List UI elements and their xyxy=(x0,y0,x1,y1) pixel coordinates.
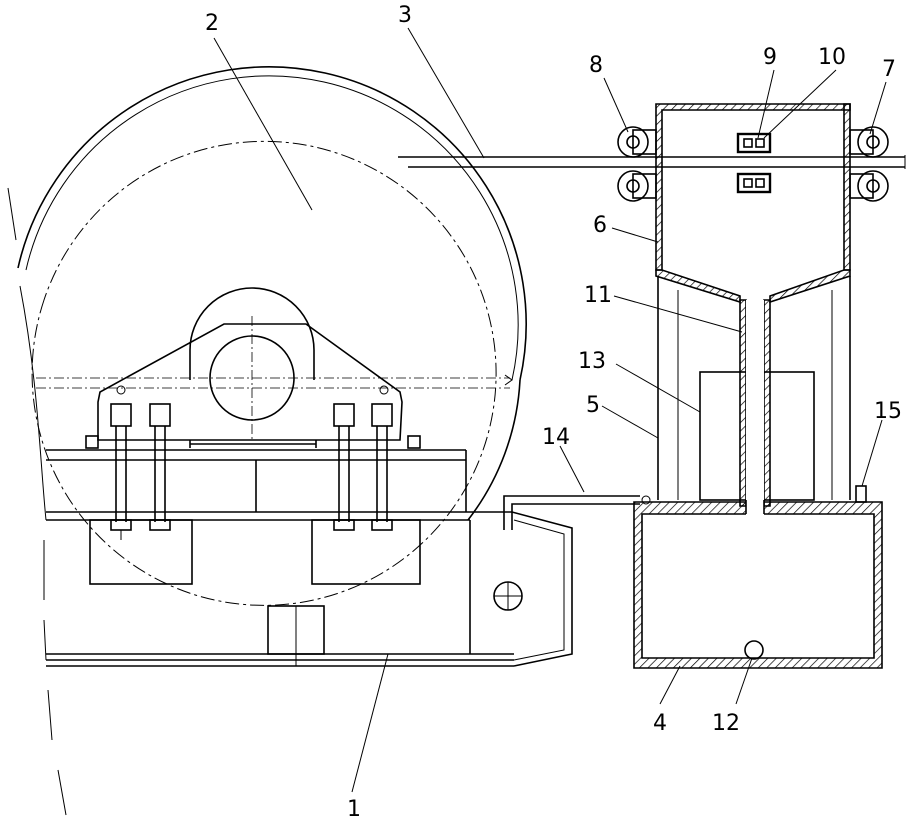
label-8: 8 xyxy=(589,53,603,78)
roller-left-top xyxy=(618,127,656,157)
label-5: 5 xyxy=(586,393,600,418)
large-wheel xyxy=(18,67,526,606)
bolt-1 xyxy=(111,404,131,540)
tank xyxy=(634,486,882,668)
belt xyxy=(398,155,905,169)
label-3: 3 xyxy=(398,3,412,28)
label-1: 1 xyxy=(347,797,361,822)
label-2: 2 xyxy=(205,11,219,36)
leader-lines xyxy=(214,28,886,792)
bearing-pedestal xyxy=(36,288,512,448)
label-4: 4 xyxy=(653,711,667,736)
bolt-4 xyxy=(372,404,392,530)
label-15: 15 xyxy=(874,399,902,424)
label-11: 11 xyxy=(584,283,612,308)
roller-right-bottom xyxy=(850,171,888,201)
label-9: 9 xyxy=(763,45,777,70)
left-boundary xyxy=(8,188,66,815)
central-pipe xyxy=(740,300,770,506)
label-6: 6 xyxy=(593,213,607,238)
label-12: 12 xyxy=(712,711,740,736)
bolt-3 xyxy=(334,404,354,530)
label-13: 13 xyxy=(578,349,606,374)
pipe xyxy=(504,496,650,530)
scrapers xyxy=(738,134,770,192)
label-14: 14 xyxy=(542,425,570,450)
roller-right-top xyxy=(850,127,888,157)
label-7: 7 xyxy=(882,57,896,82)
labels: 1 2 3 4 5 6 7 8 9 10 11 12 13 14 15 xyxy=(205,3,902,822)
label-10: 10 xyxy=(818,45,846,70)
bolt-2 xyxy=(150,404,170,530)
roller-left-bottom xyxy=(618,171,656,201)
base-frame xyxy=(46,450,572,666)
